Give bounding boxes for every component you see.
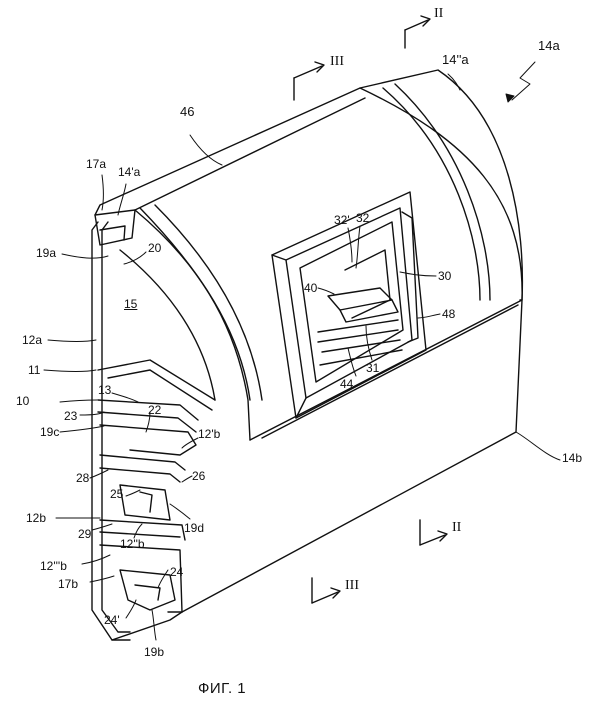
label-29: 29: [78, 528, 91, 540]
label-14ppa: 14''a: [442, 54, 469, 66]
label-10: 10: [16, 395, 29, 407]
section-mark-II-bottom: II: [452, 522, 461, 534]
label-19a: 19a: [36, 247, 56, 259]
label-11: 11: [28, 364, 40, 376]
label-12a: 12a: [22, 334, 42, 346]
section-mark-III-bottom: III: [345, 580, 359, 592]
label-20: 20: [148, 242, 161, 254]
leader-lines: [44, 62, 560, 640]
label-31: 31: [366, 362, 379, 374]
label-28: 28: [76, 472, 89, 484]
label-26: 26: [192, 470, 205, 482]
label-44: 44: [340, 378, 353, 390]
label-17a: 17a: [86, 158, 106, 170]
label-19d: 19d: [184, 522, 204, 534]
label-15: 15: [124, 298, 137, 310]
label-12ppb: 12''b: [120, 538, 145, 550]
label-17b: 17b: [58, 578, 78, 590]
upper-cover: [95, 70, 522, 400]
label-19b: 19b: [144, 646, 164, 658]
label-30: 30: [438, 270, 451, 282]
label-23: 23: [64, 410, 77, 422]
lower-cover: [168, 300, 522, 612]
label-19c: 19c: [40, 426, 59, 438]
label-22: 22: [148, 404, 161, 416]
figure-caption: ФИГ. 1: [198, 680, 246, 697]
label-32: 32: [356, 212, 369, 224]
label-14pa: 14'a: [118, 166, 140, 178]
label-40: 40: [304, 282, 317, 294]
label-13: 13: [98, 384, 111, 396]
socket-internals: [318, 250, 402, 365]
label-24: 24: [170, 566, 183, 578]
label-12b: 12b: [26, 512, 46, 524]
label-14b: 14b: [562, 452, 582, 464]
section-mark-III-top: III: [330, 56, 344, 68]
label-24p: 24': [104, 614, 120, 626]
label-12pb: 12'b: [198, 428, 220, 440]
section-mark-II-top: II: [434, 8, 443, 20]
label-12pppb: 12'''b: [40, 560, 67, 572]
label-25: 25: [110, 488, 123, 500]
label-46: 46: [180, 106, 194, 118]
label-32p: 32': [334, 214, 350, 226]
label-48: 48: [442, 308, 455, 320]
label-14a: 14a: [538, 40, 560, 52]
